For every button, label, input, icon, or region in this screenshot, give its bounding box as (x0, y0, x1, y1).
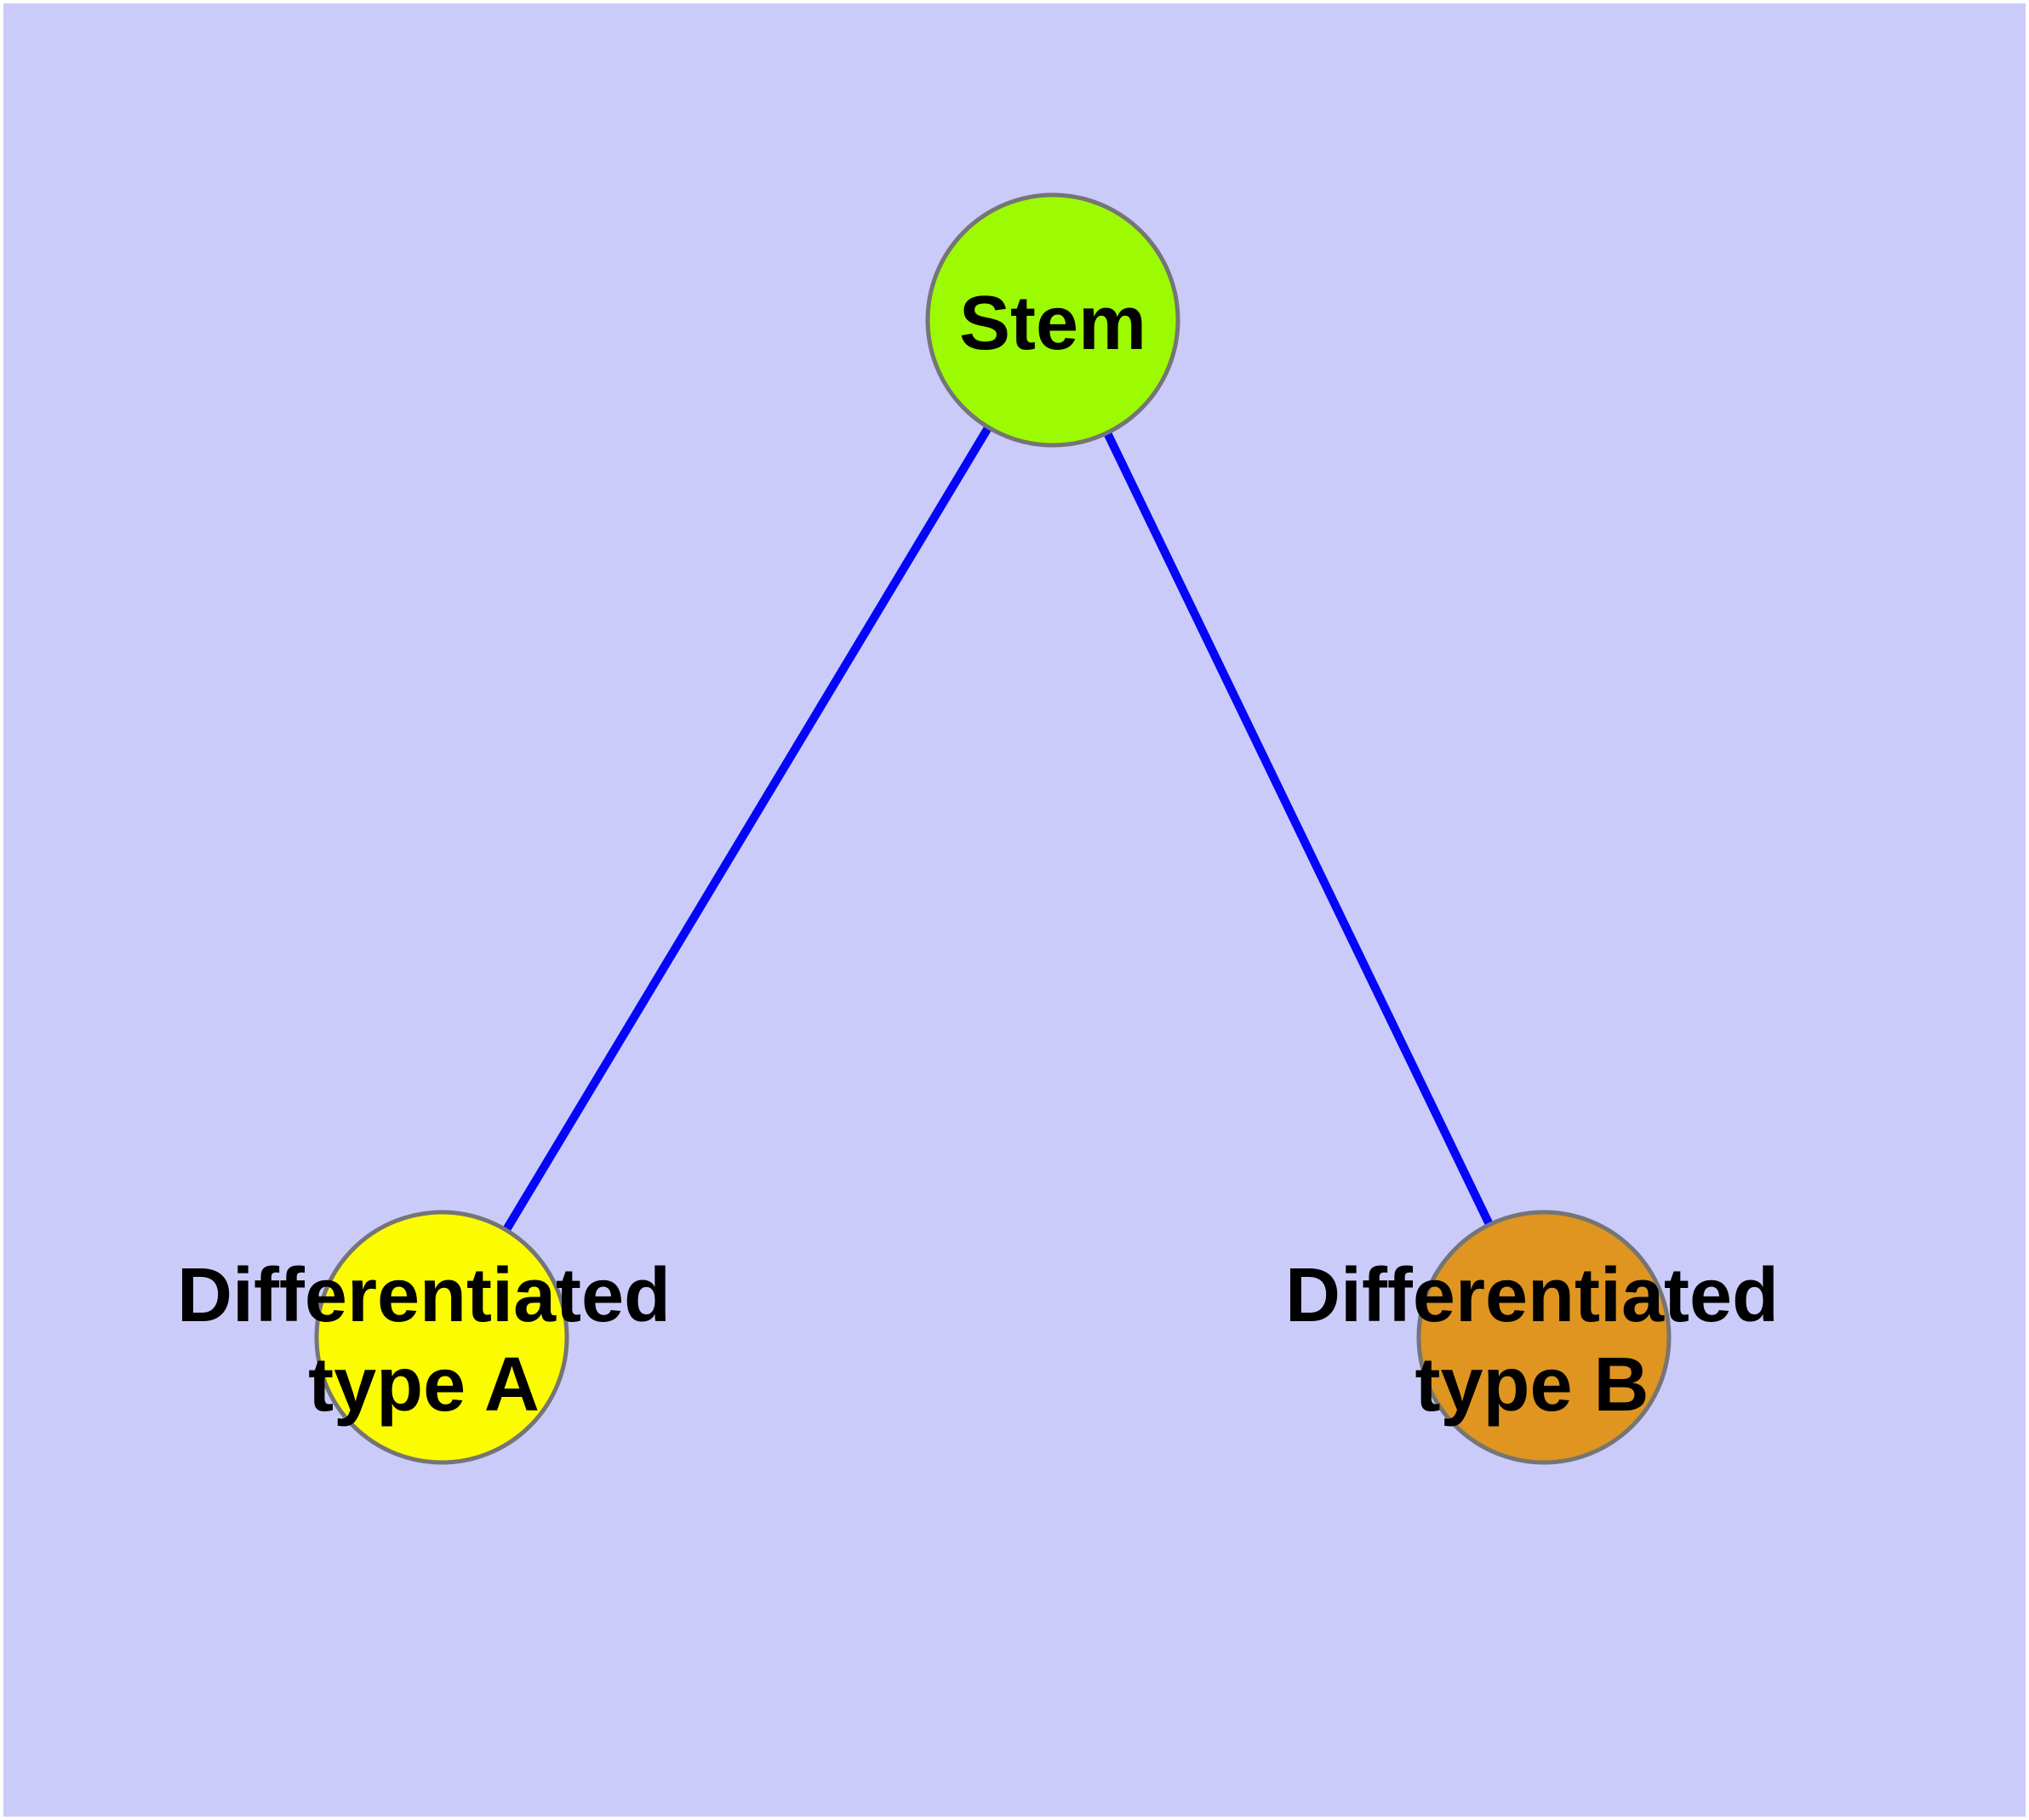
node-type-a-label-line-1: Differentiated (177, 1253, 671, 1338)
node-differentiated-type-a (314, 1210, 569, 1465)
node-differentiated-type-b (1416, 1210, 1672, 1465)
node-stem (925, 192, 1180, 448)
edge-stem-to-type-a (437, 318, 1057, 1340)
node-type-b-label-line-1: Differentiated (1285, 1253, 1779, 1338)
node-type-b-label-line-2: type B (1415, 1342, 1649, 1428)
node-type-a-label-line-2: type A (308, 1342, 540, 1428)
node-stem-label: Stem (959, 281, 1146, 366)
edge-stem-to-type-b (1049, 318, 1548, 1340)
